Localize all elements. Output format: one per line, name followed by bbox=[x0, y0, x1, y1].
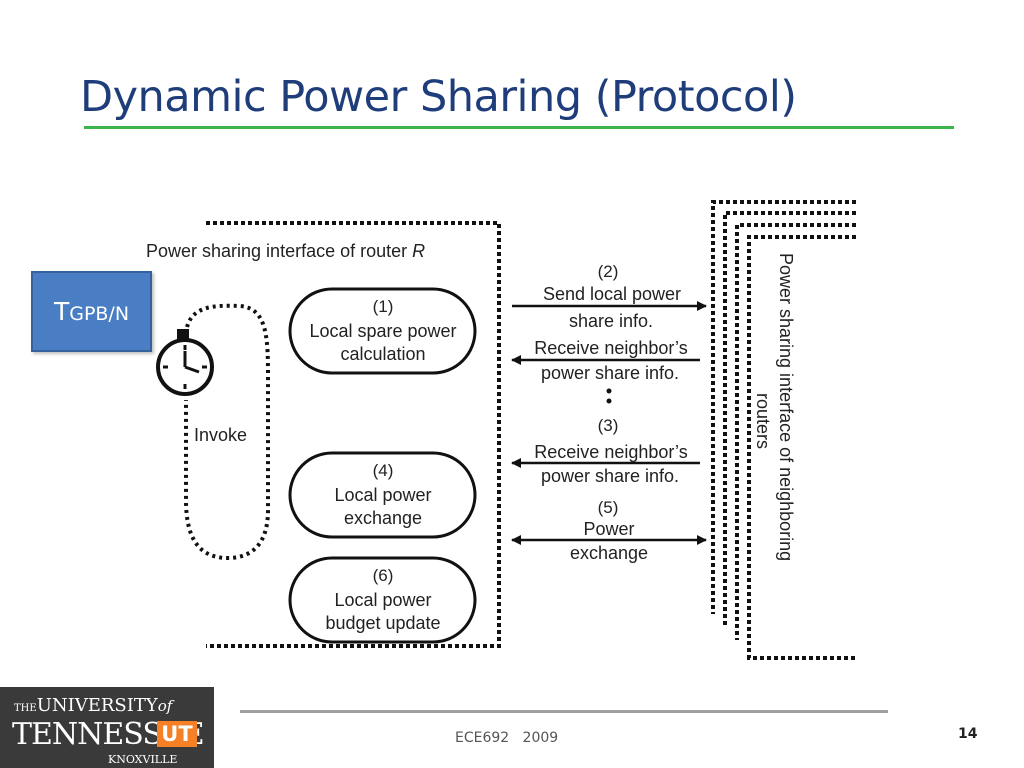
logo-line-university: THEUNIVERSITYof bbox=[14, 695, 173, 716]
svg-text:(1): (1) bbox=[373, 297, 394, 316]
message-power-exchange: (5) Power exchange bbox=[511, 498, 707, 563]
title-underline bbox=[84, 126, 954, 129]
svg-text:Local power: Local power bbox=[334, 485, 431, 505]
tgpb-main: T bbox=[53, 297, 70, 326]
svg-text:power share info.: power share info. bbox=[541, 363, 679, 383]
message-send-local-power: (2) Send local power share info. bbox=[512, 262, 707, 331]
svg-text:Receive neighbor’s: Receive neighbor’s bbox=[534, 338, 687, 358]
neighbor-interface-border-4 bbox=[747, 235, 856, 660]
svg-text:(5): (5) bbox=[598, 498, 619, 517]
message-receive-neighbor-3: (3) Receive neighbor’s power share info. bbox=[511, 416, 700, 486]
svg-text:Power: Power bbox=[583, 519, 634, 539]
university-logo: THEUNIVERSITYof TENNESSEE UT KNOXVILLE bbox=[0, 687, 214, 768]
neighbor-interface-label-2: routers bbox=[753, 393, 773, 449]
ellipsis-dots bbox=[606, 388, 612, 404]
neighbor-interface-border-3 bbox=[735, 223, 856, 640]
process-box-1: (1) Local spare power calculation bbox=[288, 287, 477, 375]
logo-line-knoxville: KNOXVILLE bbox=[108, 753, 178, 766]
process-box-6: (6) Local power budget update bbox=[288, 556, 477, 644]
footer-course: ECE692 2009 bbox=[455, 730, 559, 746]
svg-text:(6): (6) bbox=[373, 566, 394, 585]
neighbor-interface-border-2 bbox=[723, 211, 856, 626]
message-receive-neighbor-1: Receive neighbor’s power share info. bbox=[511, 338, 700, 383]
svg-text:(4): (4) bbox=[373, 461, 394, 480]
slide-title: Dynamic Power Sharing (Protocol) bbox=[80, 72, 797, 122]
svg-text:Send local power: Send local power bbox=[543, 284, 681, 304]
ut-mark: UT bbox=[157, 721, 197, 747]
invoke-label: Invoke bbox=[194, 425, 247, 445]
tgpb-sub: GPB/N bbox=[69, 302, 130, 325]
svg-text:budget update: budget update bbox=[325, 613, 440, 633]
invoke-loop bbox=[184, 303, 270, 561]
footer-divider bbox=[240, 710, 888, 713]
router-interface-label: Power sharing interface of router R bbox=[146, 241, 425, 261]
svg-text:power share info.: power share info. bbox=[541, 466, 679, 486]
svg-text:(2): (2) bbox=[598, 262, 619, 281]
svg-text:exchange: exchange bbox=[344, 508, 422, 528]
router-interface-border bbox=[206, 221, 501, 648]
stopwatch-icon bbox=[156, 329, 214, 396]
page-number: 14 bbox=[958, 726, 978, 742]
neighbor-interface-border-1 bbox=[711, 200, 856, 614]
svg-text:Receive neighbor’s: Receive neighbor’s bbox=[534, 442, 687, 462]
svg-text:Local power: Local power bbox=[334, 590, 431, 610]
process-box-4: (4) Local power exchange bbox=[288, 451, 477, 539]
neighbor-interface-label-1: Power sharing interface of neighboring bbox=[776, 253, 796, 561]
svg-text:share info.: share info. bbox=[569, 311, 653, 331]
svg-text:Local spare power: Local spare power bbox=[309, 321, 456, 341]
svg-text:(3): (3) bbox=[598, 416, 619, 435]
svg-text:exchange: exchange bbox=[570, 543, 648, 563]
svg-text:calculation: calculation bbox=[340, 344, 425, 364]
